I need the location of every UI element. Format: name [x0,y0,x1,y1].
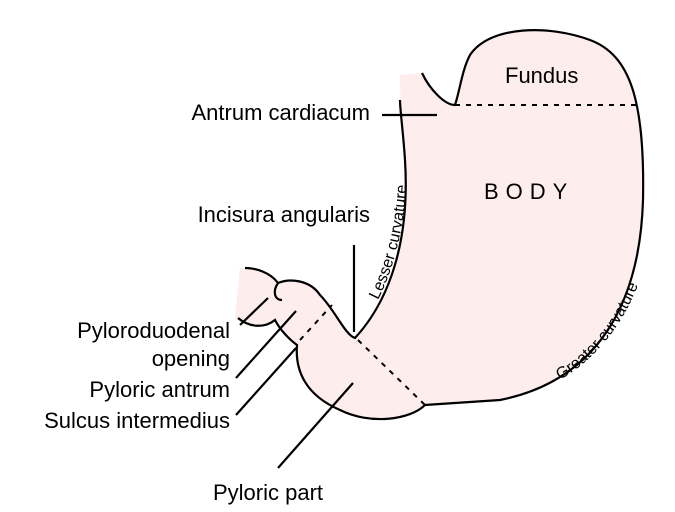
label-pyloric-antrum: Pyloric antrum [89,377,230,402]
pyloric-part-pointer [277,382,354,469]
sulcus-pointer [235,347,297,416]
label-fundus: Fundus [505,63,578,88]
label-antrum-cardiacum: Antrum cardiacum [191,100,370,125]
sulcus-boundary [299,304,333,341]
label-opening: opening [152,346,230,371]
label-pyloric-part: Pyloric part [213,480,323,505]
label-sulcus-intermedius: Sulcus intermedius [44,408,230,433]
pyloroduodenal-pointer [239,297,269,326]
stomach-outline [237,29,645,421]
label-pyloroduodenal: Pyloroduodenal [77,318,230,343]
pyloric-boundary [357,339,426,406]
pyloric-antrum-pointer [235,310,297,379]
duodenum-top-outline [244,99,407,340]
pyloric-notch [273,282,283,302]
stomach-fill [235,30,644,420]
label-body: BODY [484,179,574,204]
label-incisura-angularis: Incisura angularis [198,202,370,227]
